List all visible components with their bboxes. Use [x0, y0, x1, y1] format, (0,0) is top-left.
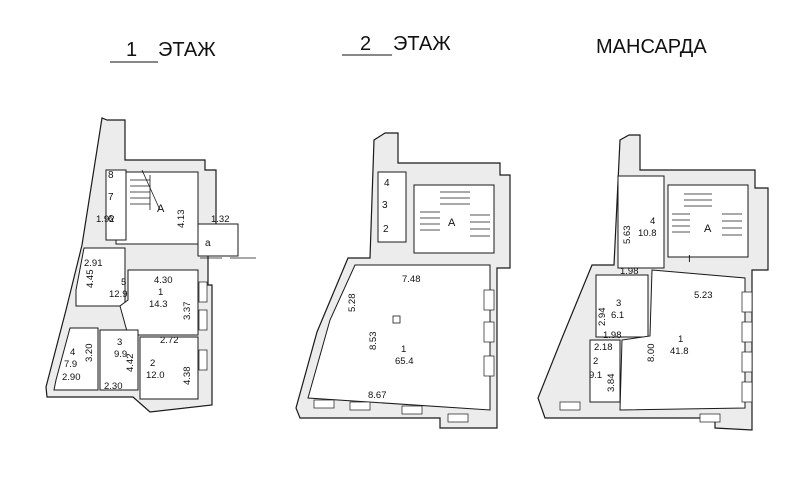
floor1-dim-4-42: 4.42: [125, 354, 136, 373]
floor2-title: 2 ЭТАЖ: [342, 33, 451, 56]
floor1-dim-1-32: 1.32: [211, 214, 230, 225]
attic-room-4: [617, 175, 665, 269]
floor2-small-rooms: [377, 171, 407, 243]
floor1-room-4-area: 7.9: [64, 359, 77, 370]
attic-dim-2-18: 2.18: [594, 342, 613, 353]
floor1-stair-hall: [115, 171, 199, 245]
floor2-plan: 4 3 2 А 1 65.4 7.48 5.28 8.53 8.67: [295, 132, 511, 429]
floor1-room-1-area: 14.3: [149, 299, 168, 310]
floor1-room-5-area: 12.9: [109, 289, 128, 300]
floor1-room-2-area: 12.0: [146, 370, 165, 381]
floor1-room-1-no: 1: [158, 287, 163, 298]
floor1-title: 1 ЭТАЖ: [110, 39, 216, 63]
floor2-room-1-area: 65.4: [395, 356, 414, 367]
floor2-dim-7-48: 7.48: [402, 274, 421, 285]
floor2-dim-8-67: 8.67: [368, 390, 387, 401]
attic-dim-1-98-top: 1.98: [620, 266, 639, 277]
attic-stair-steps: [672, 193, 742, 236]
floor1-dim-3-37: 3.37: [182, 302, 193, 321]
floor2-stair-hall: [413, 184, 495, 254]
floor1-room-3: [99, 329, 139, 391]
floor1-title-text: ЭТАЖ: [158, 39, 216, 61]
attic-dim-5-23: 5.23: [694, 290, 713, 301]
attic-room-2-no: 2: [593, 356, 598, 367]
floor1-dim-2-72: 2.72: [160, 335, 179, 346]
floor2-label-3: 3: [382, 200, 388, 211]
attic-windows: [559, 291, 753, 423]
floor1-dim-4-30: 4.30: [154, 275, 173, 286]
floor1-dim-4-45: 4.45: [85, 270, 96, 289]
attic-room-3-no: 3: [616, 298, 621, 309]
floor1-room-2: [139, 336, 199, 400]
attic-dim-8-00: 8.00: [646, 344, 657, 363]
floor2-column-mark: [392, 315, 401, 324]
floor1-dim-4-13: 4.13: [176, 210, 187, 229]
floor1-label-8: 8: [108, 170, 114, 181]
floor2-title-number: 2: [360, 33, 371, 55]
attic-room-1-no: 1: [678, 334, 683, 345]
attic-title-text: МАНСАРДА: [596, 36, 707, 58]
attic-title: МАНСАРДА: [596, 36, 707, 58]
attic-mark-label: I: [688, 254, 691, 265]
floor1-room-4-no: 4: [70, 347, 75, 358]
floor1-room-2-no: 2: [150, 358, 155, 369]
floor1-stair-label: А: [157, 203, 165, 215]
attic-room-4-area: 10.8: [638, 228, 657, 239]
floor2-windows: [313, 289, 495, 423]
floor1-dim-2-91: 2.91: [84, 258, 103, 269]
floor1-plan: 8 7 6 А а 5 12.9 1 14.3 4 7.9 3 9.9 2 12…: [45, 117, 256, 413]
attic-dim-2-94: 2.94: [597, 308, 608, 327]
attic-room-2-area: 9.1: [589, 370, 602, 381]
attic-room-1-area: 41.8: [670, 346, 689, 357]
floor1-porch: [197, 223, 239, 257]
floor2-stair-steps: [420, 191, 490, 237]
floor2-label-4: 4: [384, 178, 390, 189]
attic-room-4-no: 4: [650, 216, 655, 227]
attic-room-3: [595, 274, 649, 338]
floor1-label-7: 7: [108, 192, 114, 203]
floor2-label-2: 2: [383, 224, 389, 235]
attic-dim-3-84: 3.84: [606, 374, 617, 393]
attic-plan: А I 4 10.8 3 6.1 1 41.8 2 9.1 5.63 1.98 …: [537, 134, 769, 431]
attic-dim-5-63: 5.63: [622, 226, 633, 245]
floor2-title-text: ЭТАЖ: [393, 33, 451, 55]
attic-dim-1-98: 1.98: [603, 330, 622, 341]
floor2-room-1-no: 1: [401, 344, 406, 355]
floor1-label-6: 6: [108, 214, 114, 225]
floor2-stair-label: А: [448, 217, 456, 229]
floor1-dim-2-30: 2.30: [104, 381, 123, 392]
floor1-room-3-area: 9.9: [114, 349, 127, 360]
floor1-small-rooms: [105, 169, 127, 241]
floor1-room-5-no: 5: [121, 277, 126, 288]
floor1-room-4: [53, 327, 99, 391]
floor1-dim-3-20: 3.20: [84, 344, 95, 363]
floor2-dim-8-53: 8.53: [368, 332, 379, 351]
floor1-room-3-no: 3: [117, 337, 122, 348]
floor1-dim-2-90: 2.90: [62, 372, 81, 383]
floor1-title-number: 1: [126, 39, 137, 61]
attic-room-2: [589, 339, 621, 403]
floor2-room-1: [307, 264, 491, 411]
floor1-dim-4-38: 4.38: [182, 367, 193, 386]
floor1-dim-1-92: 1.92: [96, 214, 115, 225]
floor2-dim-5-28: 5.28: [347, 294, 358, 313]
floor1-stair-steps: [130, 169, 161, 211]
floor1-porch-label: а: [205, 238, 211, 249]
floor1-windows: [198, 281, 208, 371]
attic-room-3-area: 6.1: [611, 310, 624, 321]
attic-room-1: [619, 269, 746, 411]
attic-stair-label: А: [704, 223, 712, 235]
floor1-room-5: [75, 247, 126, 307]
